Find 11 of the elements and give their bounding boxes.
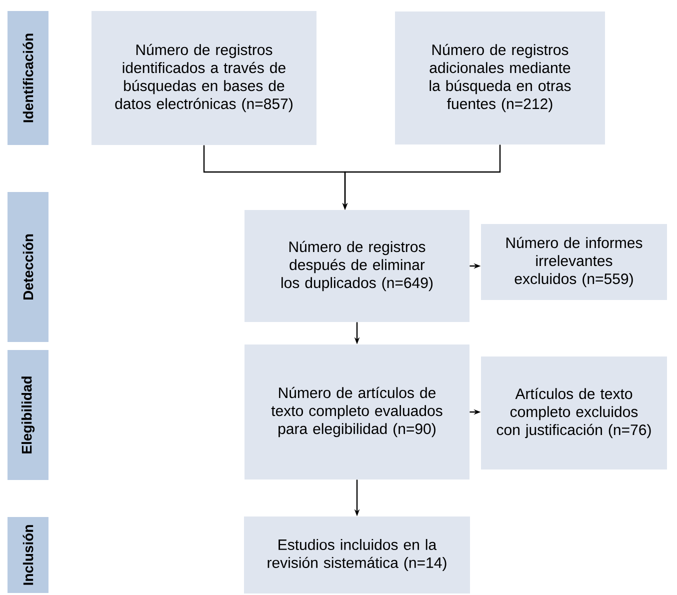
stage-band: Elegibilidad bbox=[8, 350, 48, 480]
process-box: Número de artículos de texto completo evaluados para elegibilidad (n=90) bbox=[244, 344, 470, 480]
process-box: Número de registros identificados a través de búsquedas en bases de datos electrónicas (n=857) bbox=[92, 11, 316, 145]
stage-band: Detección bbox=[8, 192, 48, 342]
process-box: Número de informes irrelevantes excluidos (n=559) bbox=[481, 224, 667, 300]
process-box: Número de registros adicionales mediante la búsqueda en otras fuentes (n=212) bbox=[395, 12, 605, 144]
stage-band: Identificación bbox=[8, 11, 48, 145]
stage-band: Inclusión bbox=[8, 517, 48, 593]
process-box: Número de registros después de eliminar los duplicados (n=649) bbox=[244, 210, 470, 322]
process-box: Artículos de texto completo excluidos con justificación (n=76) bbox=[481, 356, 667, 470]
process-box: Estudios incluidos en la revisión sistemática (n=14) bbox=[244, 516, 470, 594]
